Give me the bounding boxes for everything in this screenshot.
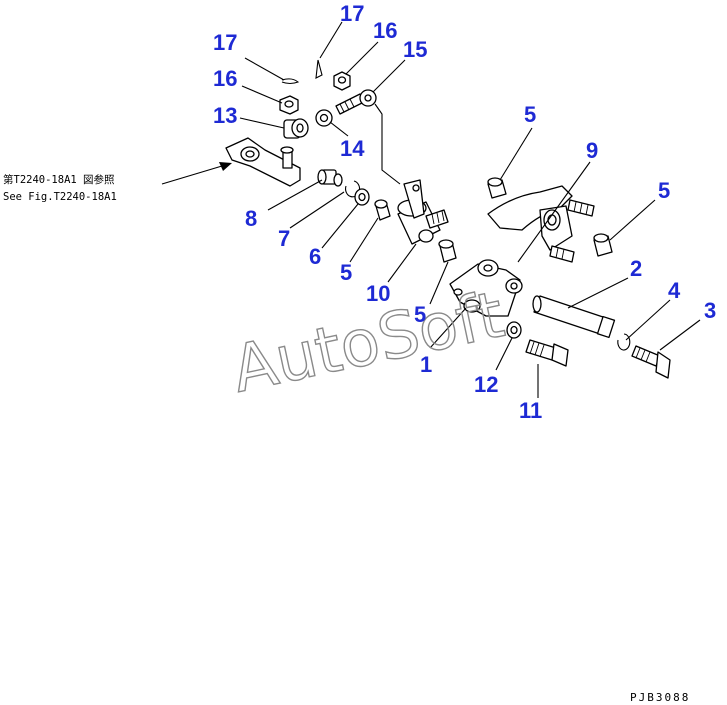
callout-16-right: 16 — [373, 18, 397, 43]
cotter-pin-right — [315, 59, 323, 79]
leader-lines — [239, 21, 701, 398]
callout-7: 7 — [278, 226, 290, 251]
callout-5-left: 5 — [340, 260, 352, 285]
rod-end-left — [283, 118, 309, 139]
nut-right — [333, 71, 351, 91]
callout-9: 9 — [586, 138, 598, 163]
snap-ring-4 — [617, 333, 631, 351]
callout-17-left: 17 — [213, 30, 237, 55]
bushing-5-left — [374, 199, 391, 221]
rod-end-15 — [335, 89, 377, 115]
washer-6 — [354, 188, 370, 206]
callout-8: 8 — [245, 206, 257, 231]
callout-5-upper: 5 — [524, 102, 536, 127]
callout-5-center: 5 — [414, 302, 426, 327]
washer-12 — [506, 321, 522, 339]
reference-arrow — [161, 162, 232, 185]
clevis-pin-8 — [317, 169, 343, 187]
cotter-pin-left — [281, 78, 300, 85]
callout-14: 14 — [340, 136, 365, 161]
callout-2: 2 — [630, 256, 642, 281]
link-rod — [374, 103, 401, 185]
bushing-14 — [315, 109, 333, 127]
bushing-5-center — [438, 239, 457, 263]
nut-left — [279, 95, 299, 115]
fork-lever-9 — [487, 185, 595, 263]
shaft-2 — [532, 295, 616, 339]
lever-10 — [397, 179, 449, 245]
callout-6: 6 — [309, 244, 321, 269]
reference-text-en: See Fig.T2240-18A1 — [3, 191, 117, 203]
callout-12: 12 — [474, 372, 498, 397]
bolt-3 — [631, 345, 671, 379]
callout-11: 11 — [519, 398, 542, 423]
bolt-11 — [525, 339, 569, 367]
bushing-5-right — [593, 233, 613, 257]
bracket-1 — [449, 259, 523, 317]
callout-3: 3 — [704, 298, 716, 323]
bushing-5-upper — [487, 177, 507, 199]
callout-16-left: 16 — [213, 66, 237, 91]
callout-13: 13 — [213, 103, 237, 128]
callout-1: 1 — [420, 352, 432, 377]
callout-labels: 17 17 16 16 15 13 14 8 7 6 5 10 5 1 5 9 … — [213, 1, 716, 423]
callout-17-right: 17 — [340, 1, 364, 26]
callout-5-right: 5 — [658, 178, 670, 203]
reference-text-ja: 第T2240-18A1 図参照 — [3, 173, 115, 186]
drawing-code: PJB3088 — [630, 691, 690, 704]
lever-plate — [225, 137, 301, 187]
callout-4: 4 — [668, 278, 681, 303]
callout-15: 15 — [403, 37, 427, 62]
callout-10: 10 — [366, 281, 390, 306]
